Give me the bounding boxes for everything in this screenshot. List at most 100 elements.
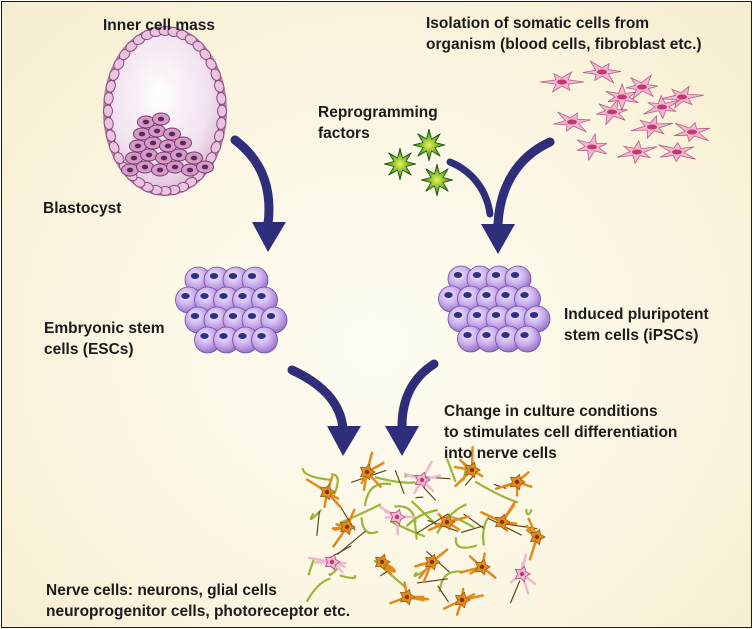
neurite [328,566,339,577]
neurite [525,508,533,516]
neuron [453,445,484,488]
neuron [525,517,546,561]
icm-cell [144,136,162,150]
axon [509,580,521,604]
stem-cell [447,305,475,333]
stem-cell [457,285,484,313]
neurite [389,520,426,538]
icm-cell [121,163,139,177]
icm-cell [196,160,214,174]
neurite [438,570,465,592]
somatic-cell [658,141,696,163]
arrow-blastocyst-to-esc [230,135,274,229]
neurite [405,508,439,528]
neuron [494,471,533,497]
neuron [359,451,385,492]
icm-cell [151,163,169,177]
nerve-cells-illustration [301,445,546,616]
stem-cell [457,325,484,353]
axon [316,511,320,536]
arrow-esc-to-nerve [287,365,348,433]
neurite [454,536,478,549]
glial-cell [403,460,442,494]
neurite [330,473,339,495]
neuron [389,581,430,606]
label-nerve-cells: Nerve cells: neurons, glial cells neurop… [46,582,351,620]
neurite [307,558,315,576]
neuron [459,552,497,579]
axon [337,530,366,555]
neurite [374,476,416,484]
icm-cell [155,151,173,165]
somatic-cell [630,114,674,140]
arrow-head-ipsc [481,224,515,254]
neuron [428,512,470,532]
trophectoderm-cell [105,129,116,143]
stem-cell [504,305,532,333]
arrow-somatic-to-ipsc [493,137,555,229]
neurite [363,482,392,507]
ipsc-cluster [438,265,551,353]
neurite [339,503,382,525]
icm-cell [140,148,158,162]
trophectoderm-cell [214,79,225,93]
somatic-cell [673,121,711,143]
neuron [331,508,356,548]
flow-arrows [230,135,555,456]
axon [379,570,389,577]
glial-cell [379,505,416,536]
neuron [374,553,396,575]
somatic-cell [616,139,658,165]
trophectoderm-cell [103,117,114,130]
icm-cell [125,151,143,165]
arrow-ipsc-to-nerve [397,359,439,431]
axon [394,470,405,495]
neuron [305,475,342,509]
icm-cell [137,115,155,129]
somatic-cell [605,82,639,112]
stem-cell [194,326,221,354]
stem-cell [260,306,288,334]
stem-cell [514,325,541,353]
blastocyst-illustration [103,26,227,196]
label-reprogramming-factors: Reprogramming factors [318,104,438,142]
somatic-cell [553,111,591,133]
reprogramming-factor-stars [383,128,454,197]
icm-cell [181,163,199,177]
axon [437,585,450,603]
neurite [482,516,490,546]
axon [416,578,448,584]
factor-star [412,128,446,162]
neurite [435,503,467,534]
factor-star [420,163,454,197]
stem-cell [251,326,278,354]
esc-cluster [175,266,288,354]
stem-cell [523,305,551,333]
arrow-factors-to-ipsc [446,158,494,218]
somatic-cell [576,132,608,162]
label-esc: Embryonic stem cells (ESCs) [44,320,165,358]
trophectoderm-cell [103,104,113,118]
arrow-head-esc [252,222,286,252]
axon [415,496,424,499]
icm-cell [129,139,147,153]
neurite [305,577,331,603]
somatic-cell [539,71,585,93]
neurite [339,574,357,580]
arrow-head-nerve-left [327,426,361,456]
axon [422,486,437,501]
stem-cell [514,285,541,313]
stem-cell [504,265,532,293]
somatic-cell [625,73,659,101]
label-inner-cell-mass: Inner cell mass [103,17,216,34]
factor-star [383,147,417,181]
icm-cell [133,127,151,141]
label-culture-conditions: Change in culture conditions to stimulat… [444,403,678,462]
neuron [442,587,484,616]
glial-cell [509,553,537,595]
somatic-cell [582,60,622,84]
stem-cell [495,285,522,313]
label-blastocyst: Blastocyst [43,200,122,217]
